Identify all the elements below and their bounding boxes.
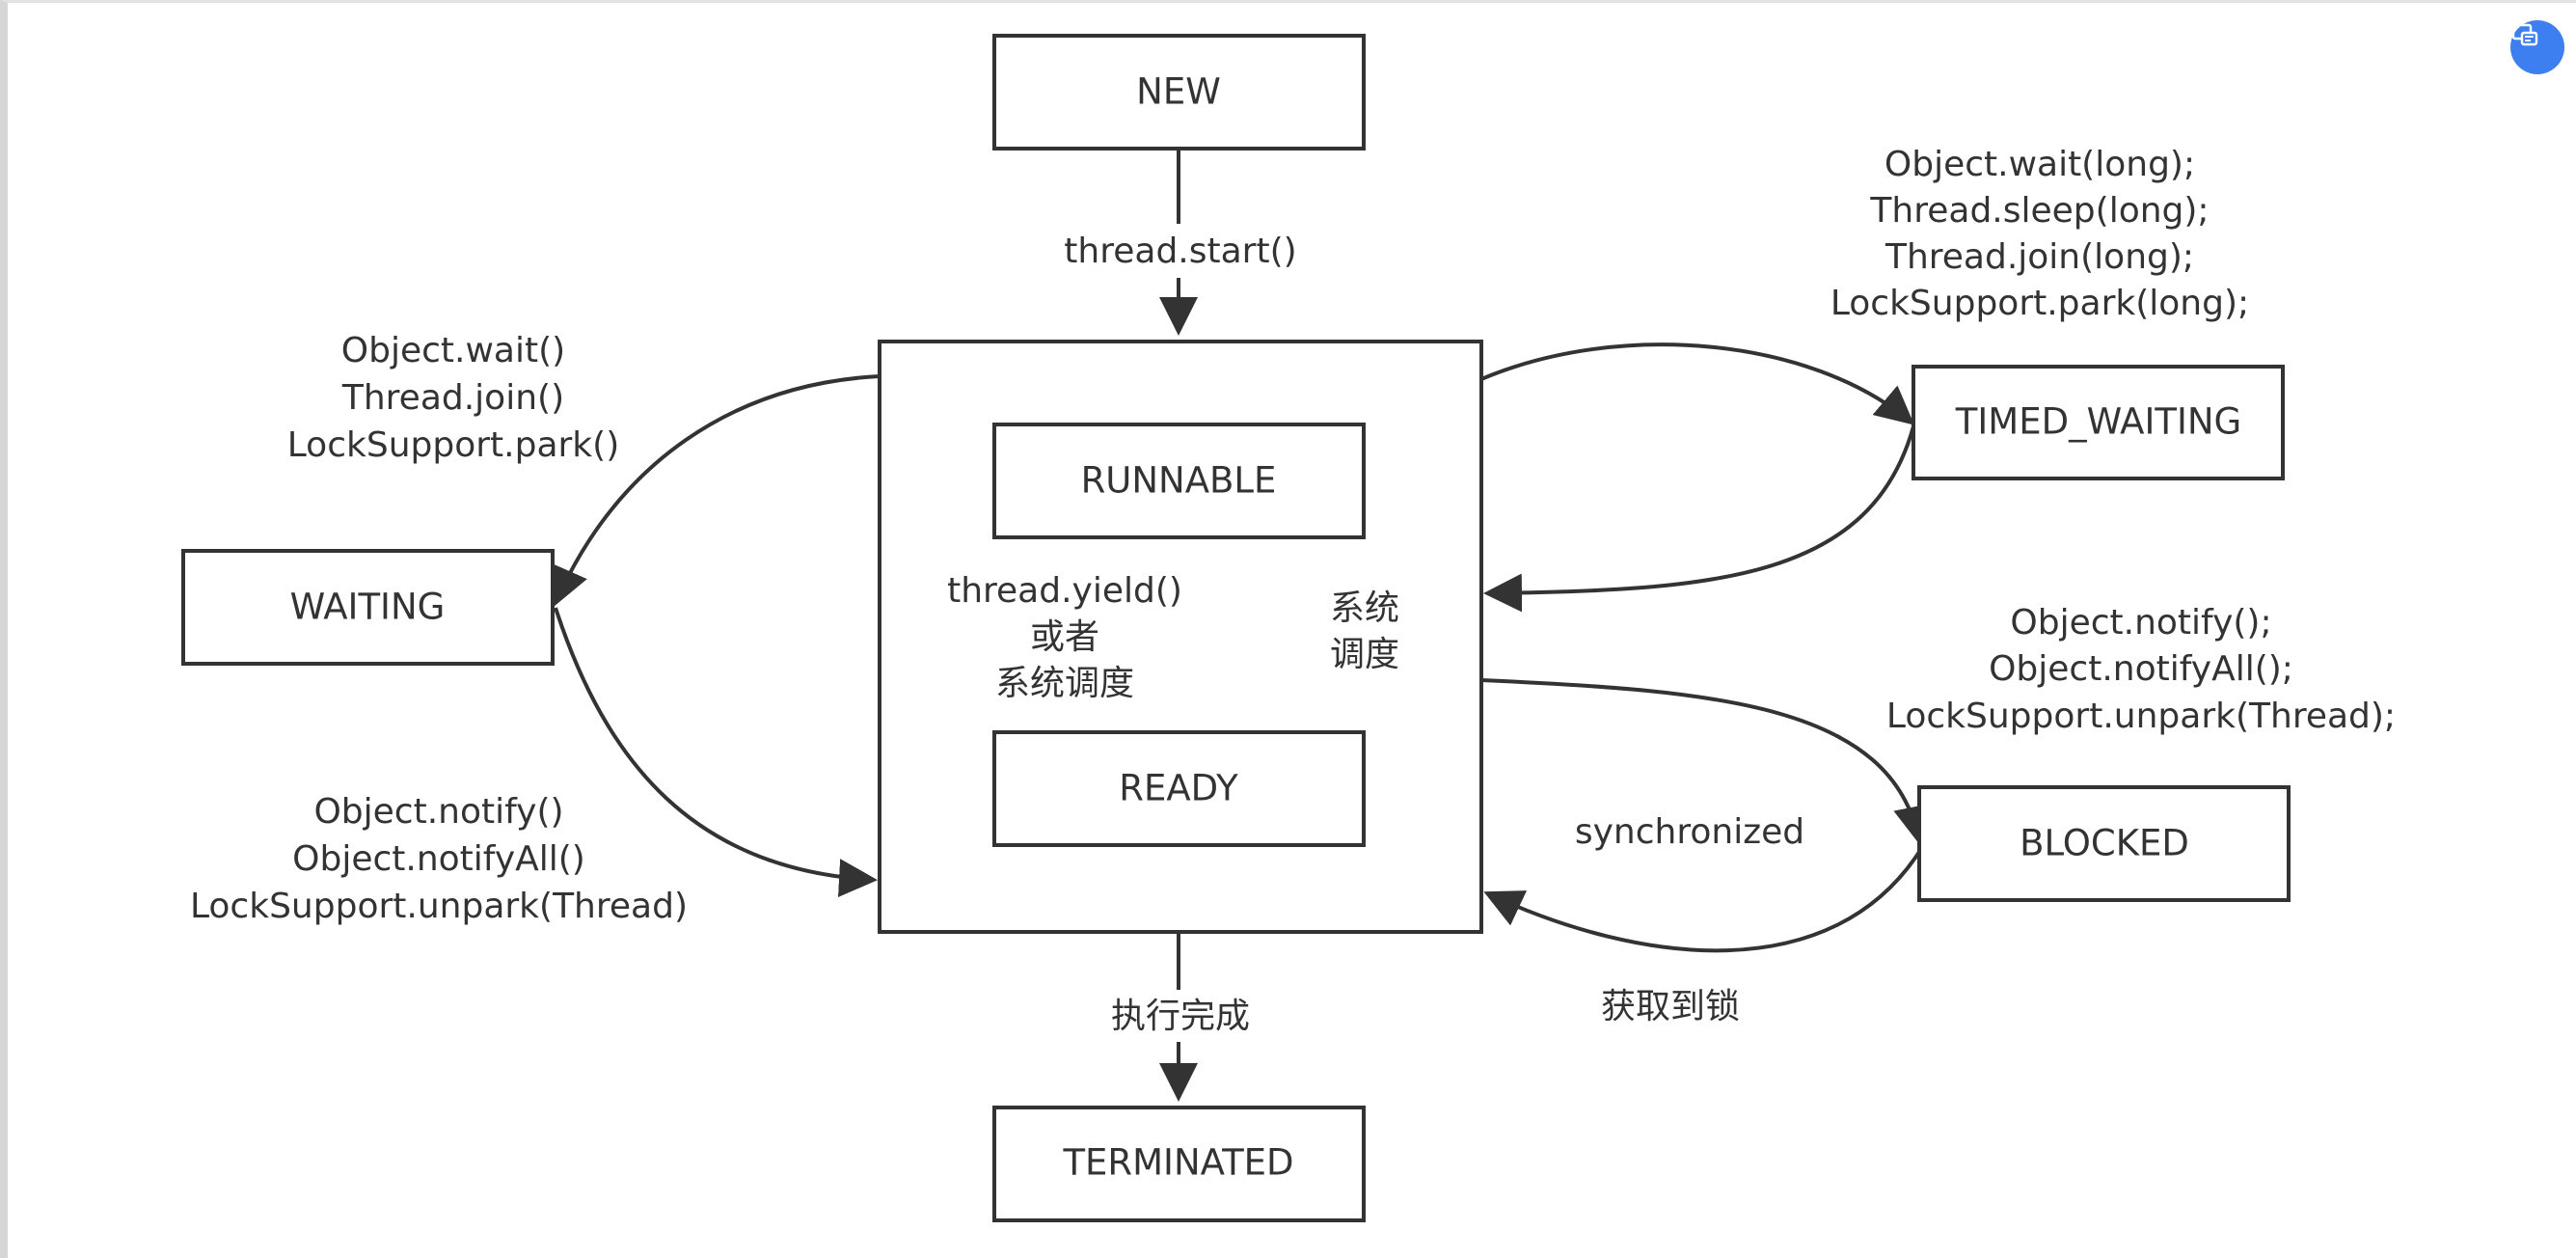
edge-label-ready-to-runnable: 系统 调度 bbox=[1330, 588, 1399, 674]
edge-label-to-blocked: synchronized bbox=[1575, 812, 1804, 852]
label-line: Object.wait() bbox=[341, 331, 565, 370]
label-line: Object.notifyAll(); bbox=[1989, 649, 2293, 689]
state-timed-waiting-label: TIMED_WAITING bbox=[1955, 401, 2241, 443]
label-line: Object.notify(); bbox=[2010, 603, 2271, 643]
label-line: 系统 bbox=[1330, 588, 1399, 628]
state-blocked-label: BLOCKED bbox=[2020, 823, 2189, 864]
edge-label-to-waiting: Object.wait() Thread.join() LockSupport.… bbox=[287, 331, 620, 465]
state-runnable-box bbox=[992, 423, 1366, 539]
state-new-label: NEW bbox=[1136, 71, 1221, 113]
edge-label-to-timed-waiting: Object.wait(long); Thread.sleep(long); T… bbox=[1830, 145, 2249, 323]
state-new-box bbox=[992, 34, 1366, 150]
edge-blocked-to-container bbox=[1483, 847, 1923, 953]
edge-label-runnable-to-ready: thread.yield() 或者 系统调度 bbox=[947, 571, 1182, 703]
finish-label-bg bbox=[1101, 990, 1256, 1042]
label-line: Object.wait(long); bbox=[1885, 145, 2195, 184]
label-line: LockSupport.park(long); bbox=[1830, 284, 2249, 323]
label-line: 系统调度 bbox=[995, 664, 1134, 703]
screenshot-toolbar-button[interactable] bbox=[2510, 20, 2564, 74]
label-line: LockSupport.park() bbox=[287, 425, 620, 465]
label-line: 或者 bbox=[1030, 617, 1099, 657]
state-blocked-box bbox=[1917, 785, 2291, 902]
state-ready-box bbox=[992, 730, 1366, 847]
state-timed-waiting-box bbox=[1912, 365, 2285, 480]
state-waiting-label: WAITING bbox=[290, 587, 446, 628]
state-waiting-box bbox=[181, 549, 555, 666]
start-label-bg bbox=[1063, 224, 1294, 278]
edge-container-to-waiting bbox=[552, 374, 881, 607]
label-line: Object.notify() bbox=[313, 792, 563, 832]
label-line: LockSupport.unpark(Thread) bbox=[190, 887, 688, 926]
label-line: LockSupport.unpark(Thread); bbox=[1886, 697, 2396, 736]
label-line: Thread.sleep(long); bbox=[1869, 191, 2209, 231]
edge-label-start: thread.start() bbox=[1064, 232, 1296, 271]
screenshot-toolbar-icon bbox=[2511, 23, 2538, 46]
state-terminated-box bbox=[992, 1106, 1366, 1222]
label-line: 调度 bbox=[1330, 635, 1399, 674]
edge-label-finish: 执行完成 bbox=[1111, 997, 1250, 1036]
state-runnable-label: RUNNABLE bbox=[1081, 460, 1277, 502]
edge-container-to-timed-waiting bbox=[1480, 342, 1915, 425]
state-terminated-label: TERMINATED bbox=[1062, 1142, 1293, 1184]
edge-container-to-blocked bbox=[1480, 678, 1932, 845]
edge-timed-waiting-to-container bbox=[1483, 425, 1915, 613]
label-line: thread.yield() bbox=[947, 571, 1182, 611]
label-line: Thread.join(long); bbox=[1885, 237, 2194, 277]
edge-waiting-to-container bbox=[554, 607, 878, 898]
label-line: Thread.join() bbox=[341, 378, 564, 418]
edge-label-from-blocked: 获取到锁 bbox=[1601, 987, 1740, 1026]
edge-label-from-waiting: Object.notify() Object.notifyAll() LockS… bbox=[190, 792, 688, 926]
state-ready-label: READY bbox=[1119, 768, 1238, 809]
label-line: Object.notifyAll() bbox=[292, 839, 585, 879]
edge-label-from-timed-waiting: Object.notify(); Object.notifyAll(); Loc… bbox=[1886, 603, 2396, 736]
